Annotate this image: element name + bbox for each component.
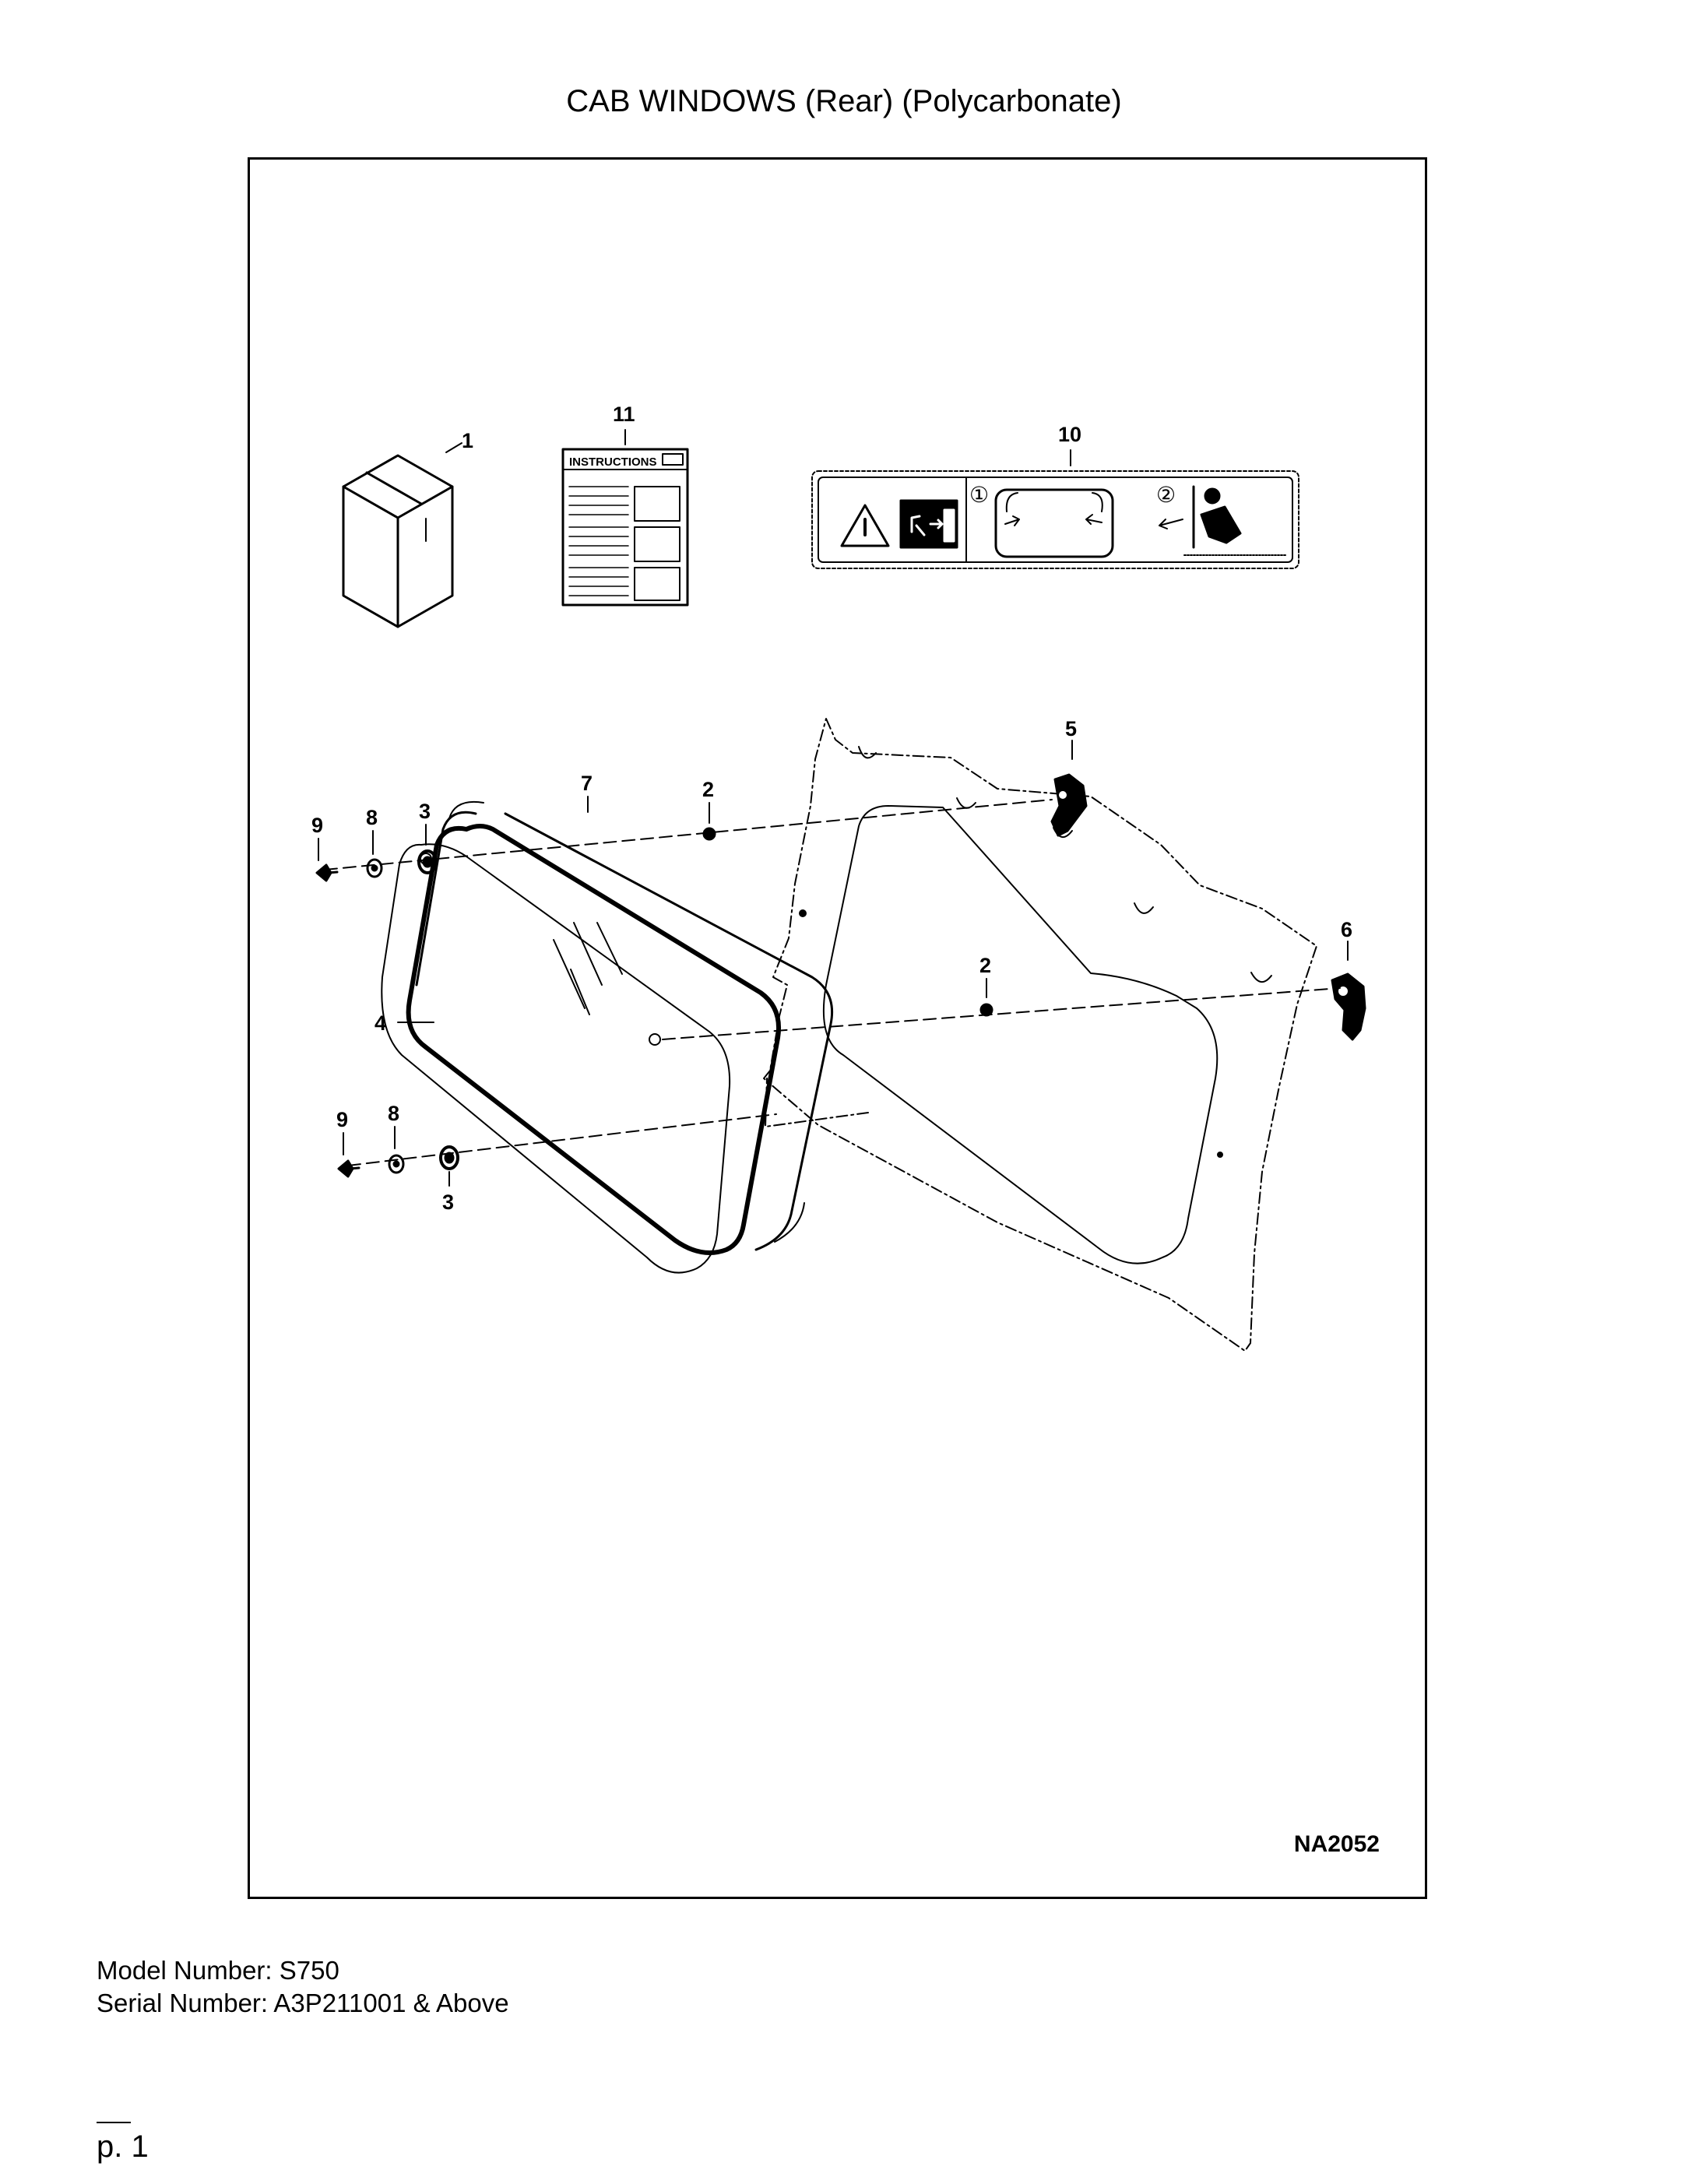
instruction-sheet-icon <box>561 448 689 607</box>
cab-frame-outline <box>763 718 1317 1352</box>
footer-info: Model Number: S750 Serial Number: A3P211… <box>97 1954 509 2020</box>
bolt-upper-icon <box>315 863 339 882</box>
exploded-parts-diagram: INSTRUCTIONS ① ② 1 11 10 5 6 7 2 2 9 8 3… <box>311 403 1366 1352</box>
package-box-icon <box>342 454 454 628</box>
latch-upper-icon <box>1050 773 1088 837</box>
model-number: Model Number: S750 <box>97 1956 339 1985</box>
callout-7: 7 <box>581 772 593 795</box>
exit-decal-icon <box>811 470 1299 569</box>
figure-code: NA2052 <box>1293 1831 1380 1857</box>
callout-8-upper: 8 <box>366 806 378 829</box>
callout-8-lower: 8 <box>388 1102 399 1125</box>
callout-10: 10 <box>1058 423 1081 446</box>
bolt-lower-icon <box>337 1159 360 1178</box>
window-opening-outline <box>822 805 1219 1264</box>
callout-3-lower: 3 <box>442 1190 454 1214</box>
page-divider <box>97 2122 131 2123</box>
callout-4: 4 <box>375 1011 386 1035</box>
window-seal <box>406 824 781 1255</box>
grommet-upper-icon <box>417 849 438 874</box>
page-number: p. 1 <box>97 2129 149 2164</box>
diagram-frame: INSTRUCTIONS ① ② 1 11 10 5 6 7 2 2 9 8 3… <box>248 157 1427 1899</box>
nut-lower-icon <box>979 1003 993 1017</box>
callout-2-lower: 2 <box>979 954 991 977</box>
callout-2-upper: 2 <box>702 778 714 801</box>
decal-step-2: ② <box>1156 483 1176 507</box>
window-panel <box>381 843 731 1274</box>
callout-9-upper: 9 <box>311 814 323 837</box>
decal-step-1: ① <box>969 483 989 507</box>
callout-5: 5 <box>1065 717 1077 740</box>
callout-11: 11 <box>613 403 635 426</box>
instructions-label: INSTRUCTIONS <box>569 455 657 469</box>
callout-9-lower: 9 <box>336 1108 348 1131</box>
washer-lower-icon <box>388 1154 405 1174</box>
serial-number: Serial Number: A3P211001 & Above <box>97 1989 509 2017</box>
callout-6: 6 <box>1341 918 1352 941</box>
grommet-lower-icon <box>439 1145 459 1170</box>
callout-3-upper: 3 <box>419 800 431 823</box>
nut-upper-icon <box>702 827 716 841</box>
latch-lower-icon <box>1331 972 1366 1041</box>
callout-1: 1 <box>462 429 473 452</box>
washer-upper-icon <box>366 858 383 878</box>
page-title: CAB WINDOWS (Rear) (Polycarbonate) <box>566 84 1122 118</box>
